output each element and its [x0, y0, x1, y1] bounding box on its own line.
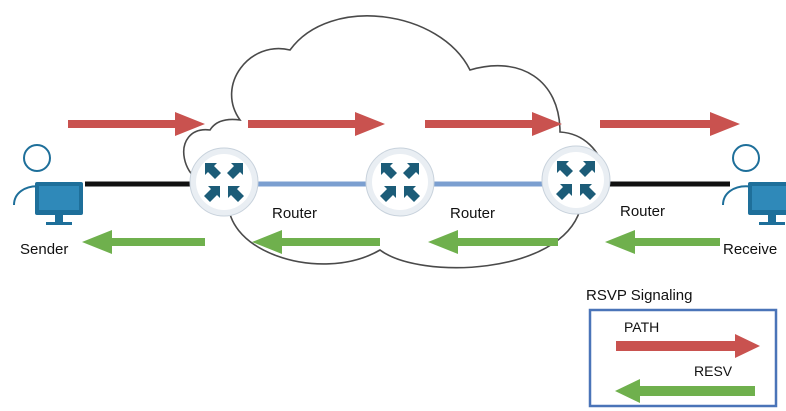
resv-arrow-2 [252, 230, 380, 254]
resv-arrows [82, 230, 720, 254]
legend-path-arrow [616, 334, 760, 358]
legend-title: RSVP Signaling [586, 287, 692, 304]
resv-arrow-1 [82, 230, 205, 254]
sender-label: Sender [20, 241, 68, 258]
path-arrows [68, 112, 740, 136]
router-label: Router [272, 205, 317, 222]
legend-resv-arrow [615, 379, 755, 403]
router-icon [189, 147, 259, 217]
path-arrow-4 [600, 112, 740, 136]
router-icon [365, 147, 435, 217]
legend-resv-label: RESV [694, 363, 733, 379]
path-arrow-3 [425, 112, 562, 136]
computer-user-icon [722, 144, 786, 225]
router-label: Router [450, 205, 495, 222]
resv-arrow-3 [428, 230, 558, 254]
path-arrow-2 [248, 112, 385, 136]
router-label: Router [620, 203, 665, 220]
legend-path-label: PATH [624, 319, 659, 335]
resv-arrow-4 [605, 230, 720, 254]
receiver-label: Receive [723, 241, 777, 258]
computer-user-icon [13, 144, 83, 225]
router-icon [541, 145, 611, 215]
path-arrow-1 [68, 112, 205, 136]
cloud-icon [183, 15, 606, 269]
